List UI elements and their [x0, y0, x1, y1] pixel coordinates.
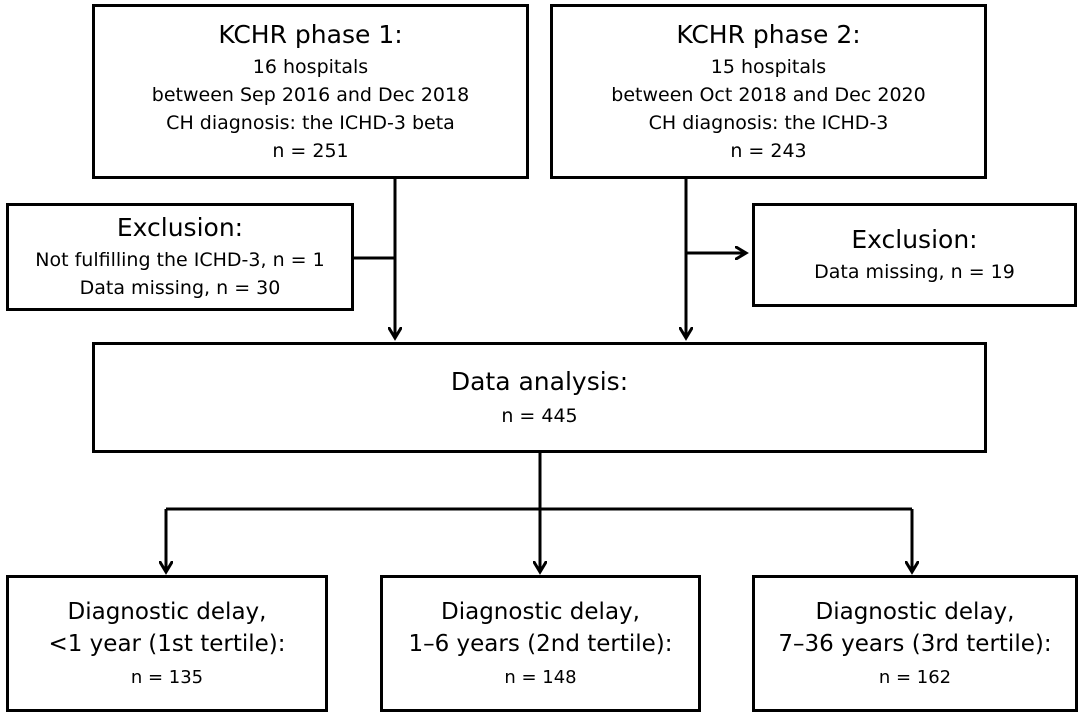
- tertile2-title: Diagnostic delay,: [441, 598, 640, 625]
- exclusion2-data-missing: Data missing, n = 19: [814, 261, 1015, 283]
- exclusion2-title: Exclusion:: [851, 225, 978, 254]
- tertile2-count: n = 148: [504, 666, 577, 688]
- phase2-count: n = 243: [730, 139, 807, 162]
- tertile1-range: <1 year (1st tertile):: [48, 630, 286, 657]
- tertile3-box: Diagnostic delay, 7–36 years (3rd tertil…: [752, 575, 1078, 712]
- exclusion1-title: Exclusion:: [116, 213, 244, 242]
- tertile2-box: Diagnostic delay, 1–6 years (2nd tertile…: [380, 575, 701, 712]
- exclusion1-data-missing: Data missing, n = 30: [79, 277, 281, 299]
- phase2-period: between Oct 2018 and Dec 2020: [611, 83, 926, 106]
- phase2-box: KCHR phase 2: 15 hospitals between Oct 2…: [550, 4, 987, 179]
- tertile2-range: 1–6 years (2nd tertile):: [408, 630, 673, 657]
- tertile1-title: Diagnostic delay,: [67, 598, 267, 625]
- phase2-title: KCHR phase 2:: [676, 19, 861, 49]
- exclusion1-not-fulfilling: Not fulfilling the ICHD-3, n = 1: [35, 249, 325, 271]
- phase1-hospitals: 16 hospitals: [252, 55, 369, 78]
- analysis-box: Data analysis: n = 445: [92, 342, 987, 453]
- analysis-title: Data analysis:: [450, 366, 629, 396]
- phase1-count: n = 251: [272, 139, 349, 162]
- tertile3-count: n = 162: [878, 666, 952, 688]
- phase1-diagnosis: CH diagnosis: the ICHD-3 beta: [166, 111, 455, 134]
- exclusion2-box: Exclusion: Data missing, n = 19: [752, 203, 1077, 307]
- exclusion1-box: Exclusion: Not fulfilling the ICHD-3, n …: [6, 203, 354, 311]
- analysis-count: n = 445: [501, 404, 578, 427]
- phase2-hospitals: 15 hospitals: [710, 55, 827, 78]
- phase1-box: KCHR phase 1: 16 hospitals between Sep 2…: [92, 4, 529, 179]
- tertile3-title: Diagnostic delay,: [815, 598, 1015, 625]
- phase1-period: between Sep 2016 and Dec 2018: [151, 83, 470, 106]
- tertile3-range: 7–36 years (3rd tertile):: [778, 630, 1052, 657]
- tertile1-count: n = 135: [130, 666, 204, 688]
- phase1-title: KCHR phase 1:: [218, 19, 403, 49]
- tertile1-box: Diagnostic delay, <1 year (1st tertile):…: [6, 575, 328, 712]
- phase2-diagnosis: CH diagnosis: the ICHD-3: [648, 111, 889, 134]
